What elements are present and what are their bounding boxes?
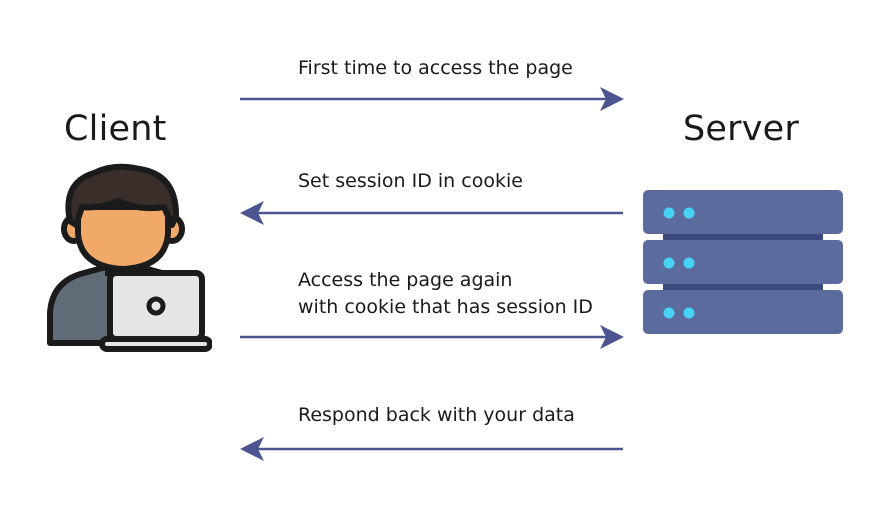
message-label-1-line-1: First time to access the page — [298, 57, 573, 79]
server-title: Server — [683, 109, 799, 149]
message-label-2-line-1: Set session ID in cookie — [298, 170, 523, 192]
message-label-4: Respond back with your data — [298, 402, 575, 429]
person-with-laptop-icon — [47, 163, 212, 352]
arrow-client-to-server-2 — [240, 325, 624, 349]
message-label-3-line-1: Access the page again — [298, 269, 513, 291]
message-label-1: First time to access the page — [298, 55, 573, 82]
arrow-client-to-server-1 — [240, 87, 624, 111]
message-label-2: Set session ID in cookie — [298, 168, 523, 195]
message-label-3: Access the page again with cookie that h… — [298, 267, 593, 321]
arrow-server-to-client-2 — [240, 437, 623, 461]
server-rack-icon — [643, 190, 843, 334]
arrow-server-to-client-1 — [240, 201, 623, 225]
message-label-3-line-2: with cookie that has session ID — [298, 296, 593, 318]
client-title: Client — [64, 109, 167, 149]
message-label-4-line-1: Respond back with your data — [298, 404, 575, 426]
